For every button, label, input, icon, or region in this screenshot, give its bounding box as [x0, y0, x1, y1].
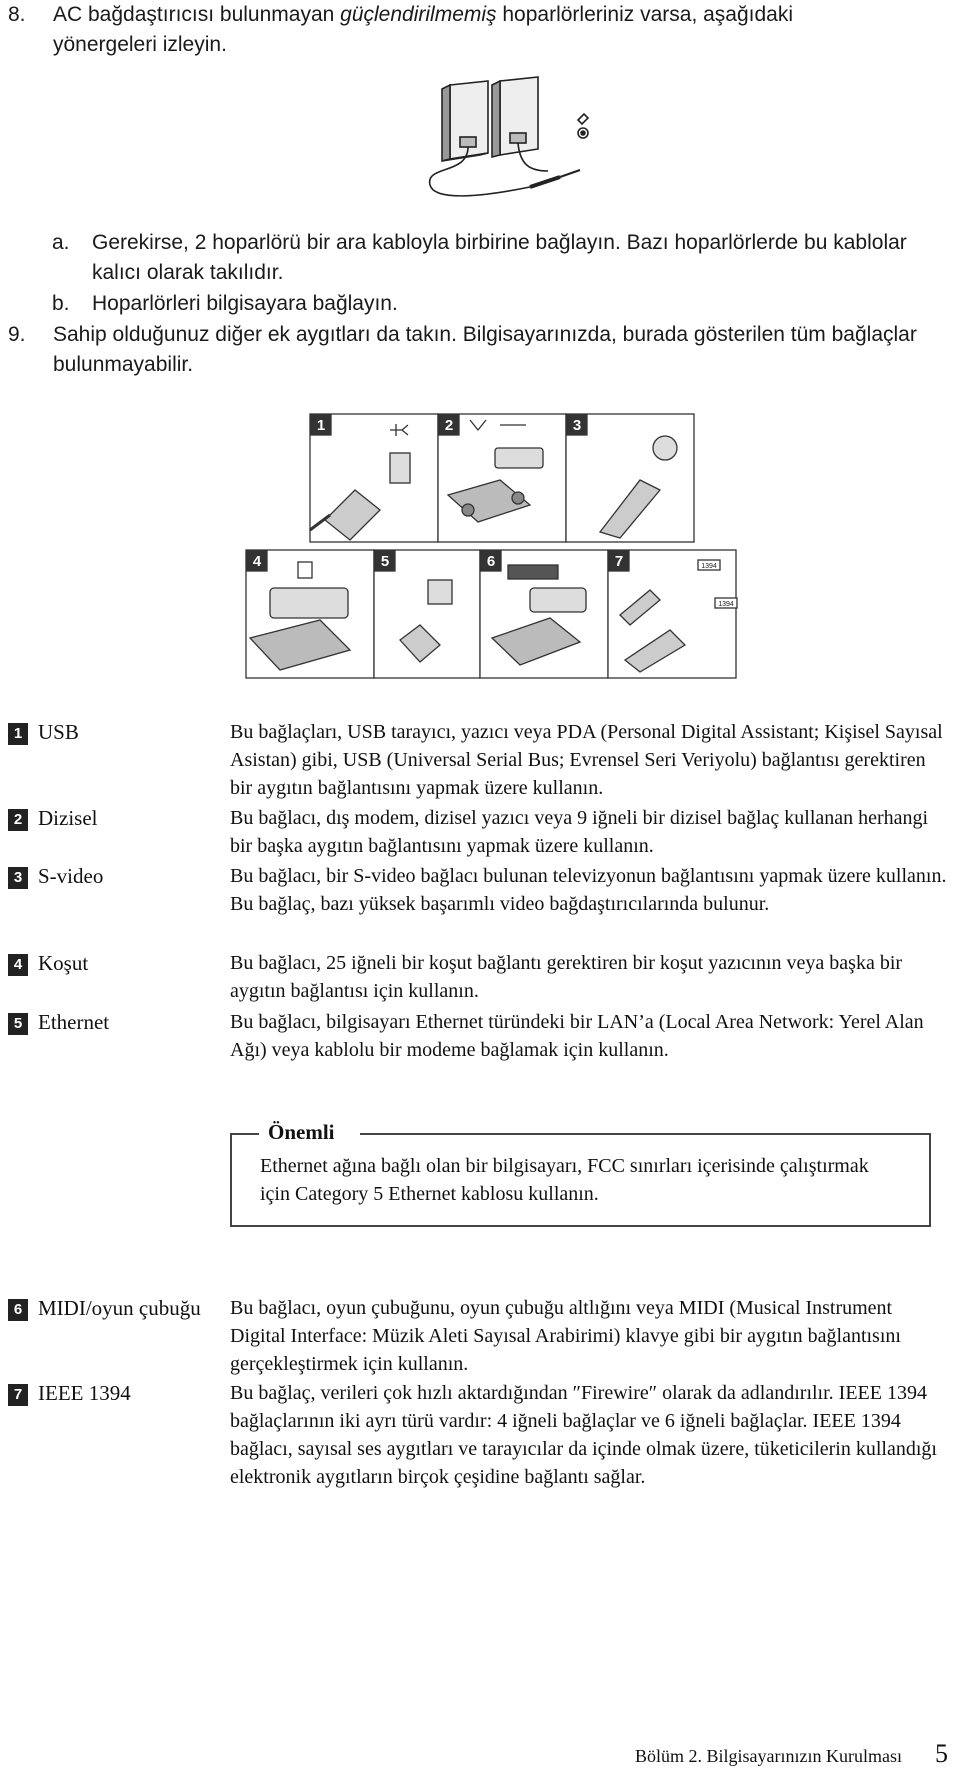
connector-name: Ethernet [38, 1010, 110, 1034]
connector-description: Bu bağlaç, verileri çok hızlı aktardığın… [230, 1382, 937, 1488]
substep-letter: b. [52, 292, 70, 315]
connector-name: MIDI/oyun çubuğu [38, 1296, 201, 1320]
callout-badge: 5 [8, 1013, 28, 1035]
callout-7: 7 [615, 553, 623, 570]
callout-2: 2 [445, 417, 453, 434]
callout-badge: 1 [8, 723, 28, 745]
connector-row-midi: 6 MIDI/oyun çubuğu Bu bağlacı, oyun çubu… [0, 1294, 960, 1378]
connector-name: IEEE 1394 [38, 1381, 131, 1405]
connector-name: Dizisel [38, 806, 98, 830]
connector-row-usb: 1 USB Bu bağlaçları, USB tarayıcı, yazıc… [0, 718, 960, 802]
substep-text: Gerekirse, 2 hoparlörü bir ara kabloyla … [92, 231, 907, 284]
important-note-box [230, 1133, 931, 1227]
note-text: Ethernet ağına bağlı olan bir bilgisayar… [260, 1155, 869, 1205]
connector-row-serial: 2 Dizisel Bu bağlacı, dış modem, dizisel… [0, 804, 960, 860]
callout-5: 5 [381, 553, 389, 570]
callout-badge: 7 [8, 1384, 28, 1406]
connector-description: Bu bağlaçları, USB tarayıcı, yazıcı veya… [230, 721, 943, 799]
page-number: 5 [935, 1739, 948, 1768]
ieee-label-4pin: 1394 [701, 563, 717, 570]
connector-description: Bu bağlacı, 25 iğneli bir koşut bağlantı… [230, 952, 903, 1002]
substep-letter: a. [52, 231, 70, 254]
callout-1: 1 [317, 417, 325, 434]
connector-description: Bu bağlacı, bir S-video bağlacı bulunan … [230, 865, 947, 915]
callout-3: 3 [573, 417, 581, 434]
note-divider [230, 1133, 259, 1135]
connector-row-ethernet: 5 Ethernet Bu bağlacı, bilgisayarı Ether… [0, 1008, 960, 1064]
callout-4: 4 [253, 553, 262, 570]
callout-badge: 6 [8, 1299, 28, 1321]
chapter-title: Bölüm 2. Bilgisayarınızın Kurulması [635, 1746, 902, 1766]
callout-6: 6 [487, 553, 495, 570]
step-number: 8. [8, 3, 26, 26]
step-number: 9. [8, 323, 26, 346]
connector-row-ieee1394: 7 IEEE 1394 Bu bağlaç, verileri çok hızl… [0, 1379, 960, 1519]
connectors-illustration: 1 2 3 4 5 6 [245, 413, 738, 679]
callout-badge: 4 [8, 954, 28, 976]
note-divider [360, 1133, 929, 1135]
connector-name: USB [38, 720, 79, 744]
substep-text: Hoparlörleri bilgisayara bağlayın. [92, 292, 398, 315]
step-text: Sahip olduğunuz diğer ek aygıtları da ta… [53, 323, 917, 376]
callout-badge: 3 [8, 867, 28, 889]
speakers-illustration [429, 76, 590, 197]
page-footer: Bölüm 2. Bilgisayarınızın Kurulması 5 [0, 1740, 960, 1768]
callout-badge: 2 [8, 809, 28, 831]
note-title: Önemli [268, 1120, 335, 1144]
connector-description: Bu bağlacı, dış modem, dizisel yazıcı ve… [230, 807, 929, 857]
usb-icon [390, 424, 409, 436]
connector-name: S-video [38, 864, 104, 888]
connector-name: Koşut [38, 951, 89, 975]
step-text: AC bağdaştırıcısı bulunmayan güçlendiril… [53, 3, 794, 56]
connector-row-svideo: 3 S-video Bu bağlacı, bir S-video bağlac… [0, 862, 960, 946]
connector-description: Bu bağlacı, oyun çubuğunu, oyun çubuğu a… [230, 1297, 901, 1375]
ieee-label-6pin: 1394 [718, 601, 734, 608]
connector-description: Bu bağlacı, bilgisayarı Ethernet türünde… [230, 1011, 924, 1061]
connector-row-parallel: 4 Koşut Bu bağlacı, 25 iğneli bir koşut … [0, 949, 960, 1005]
